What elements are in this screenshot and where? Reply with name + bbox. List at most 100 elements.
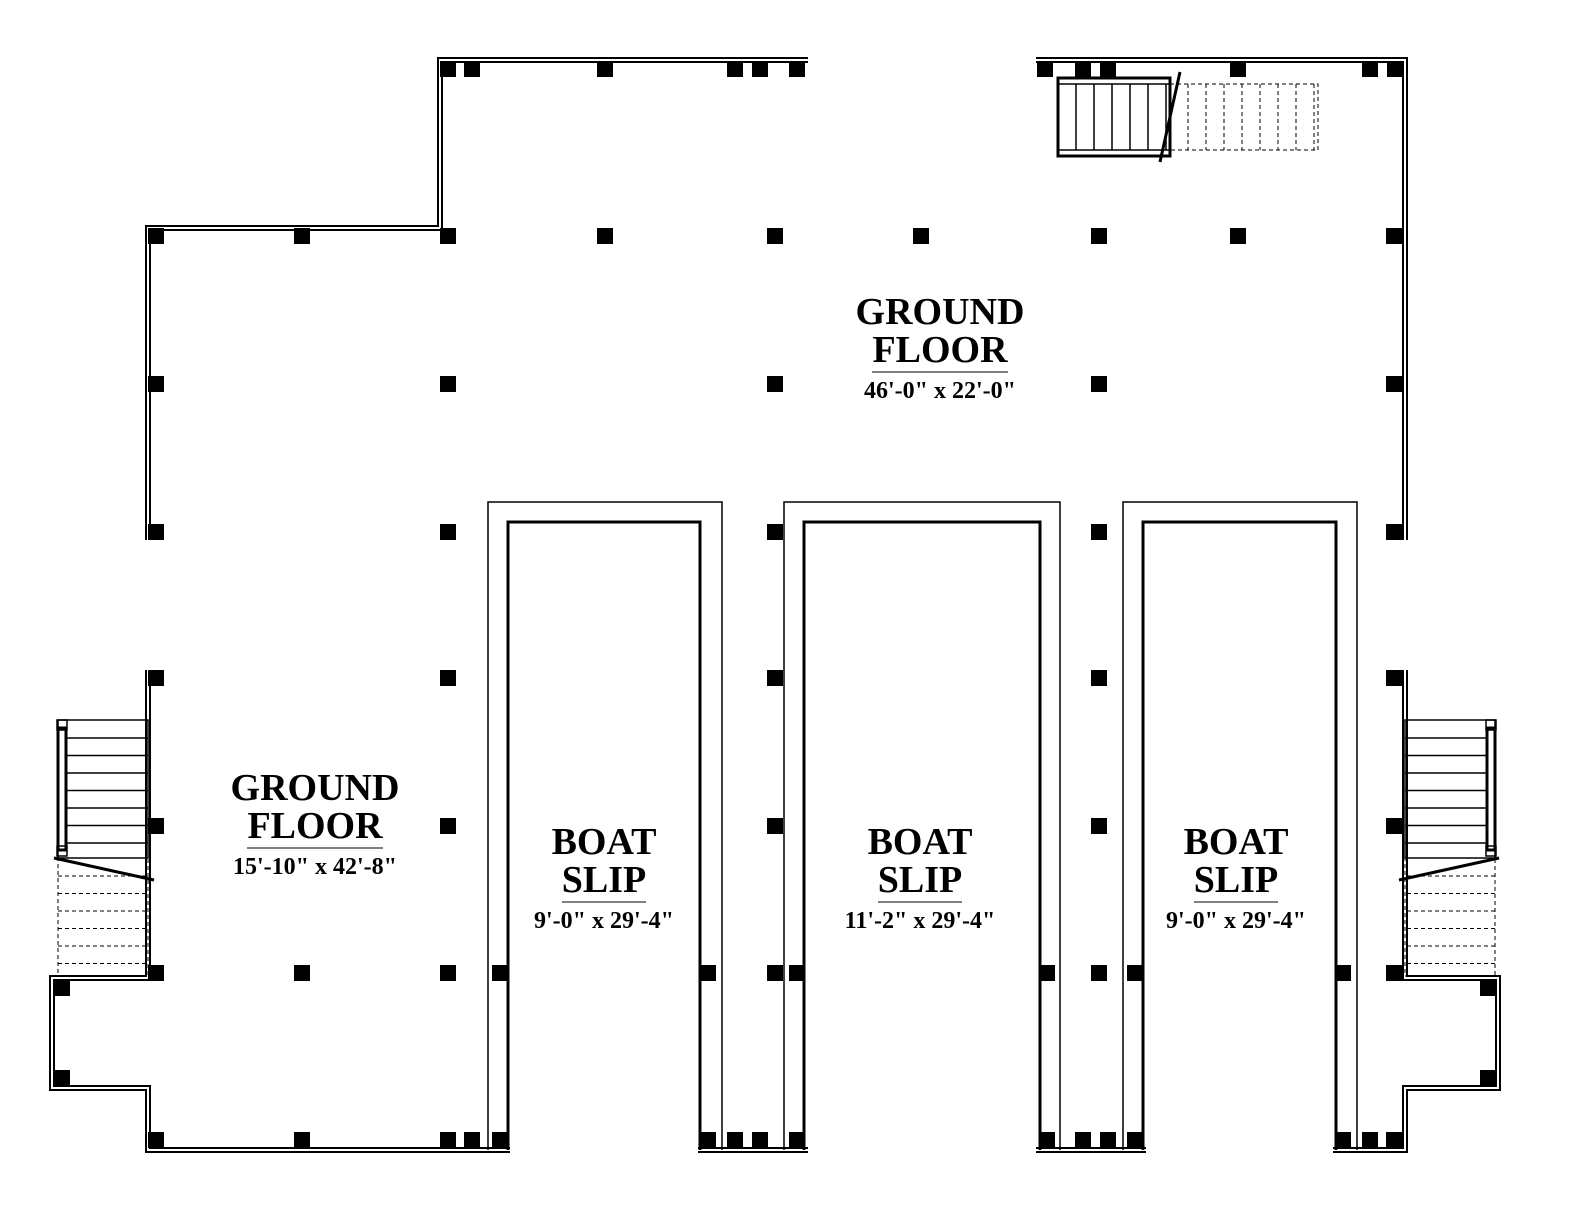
column-post	[440, 61, 456, 77]
column-post	[148, 1132, 164, 1148]
column-post	[1091, 965, 1107, 981]
column-post	[913, 228, 929, 244]
column-post	[1127, 965, 1143, 981]
column-post	[1386, 670, 1402, 686]
room-label-ground-floor-left: GROUND FLOOR 15'-10" x 42'-8"	[231, 767, 400, 880]
stair-handrail	[56, 726, 68, 852]
column-post	[1335, 1132, 1351, 1148]
column-post	[440, 965, 456, 981]
column-post	[294, 228, 310, 244]
room-name: BOAT	[552, 821, 657, 863]
column-post	[1100, 61, 1116, 77]
column-post	[767, 670, 783, 686]
slip-1-inner	[506, 520, 702, 1150]
stairs	[53, 71, 1500, 977]
column-post	[440, 1132, 456, 1148]
column-post	[767, 965, 783, 981]
column-post	[1100, 1132, 1116, 1148]
stair-break-line	[1398, 856, 1500, 882]
column-post	[464, 61, 480, 77]
room-label-boat-slip-1: BOAT SLIP 9'-0" x 29'-4"	[534, 821, 674, 934]
stair-break-line	[1158, 71, 1182, 163]
column-post	[440, 524, 456, 540]
column-post	[1335, 965, 1351, 981]
exterior-wall-core	[1036, 59, 1406, 540]
column-post	[1386, 228, 1402, 244]
column-post	[1230, 61, 1246, 77]
stair-side-run	[1404, 719, 1496, 859]
column-post	[54, 1070, 70, 1086]
column-post	[1386, 1132, 1402, 1148]
slip-outlines	[487, 501, 1358, 1150]
room-dimensions: 15'-10" x 42'-8"	[233, 854, 397, 880]
column-post	[789, 965, 805, 981]
column-post	[1039, 965, 1055, 981]
slip-2-outer	[783, 501, 1061, 1150]
room-name: GROUND	[231, 767, 400, 809]
walls	[49, 57, 1501, 1153]
stair-handrail	[1485, 726, 1497, 852]
column-post	[767, 818, 783, 834]
room-name-2: SLIP	[562, 859, 646, 901]
column-post	[440, 818, 456, 834]
slip-1-outer	[487, 501, 723, 1150]
slip-3-inner	[1141, 520, 1338, 1150]
room-name-2: SLIP	[878, 859, 962, 901]
column-post	[148, 670, 164, 686]
exterior-wall	[145, 57, 808, 540]
column-post	[148, 524, 164, 540]
columns	[54, 61, 1496, 1148]
column-post	[767, 376, 783, 392]
column-post	[1386, 965, 1402, 981]
column-post	[1386, 818, 1402, 834]
stair-side-hidden	[57, 857, 149, 977]
room-dimensions: 46'-0" x 22'-0"	[864, 378, 1016, 404]
column-post	[767, 228, 783, 244]
exterior-wall	[1036, 57, 1408, 540]
slip-3-outer	[1122, 501, 1358, 1150]
room-name: BOAT	[1184, 821, 1289, 863]
room-dimensions: 9'-0" x 29'-4"	[534, 908, 674, 934]
column-post	[700, 1132, 716, 1148]
column-post	[1480, 1070, 1496, 1086]
column-post	[1362, 61, 1378, 77]
room-name-2: FLOOR	[872, 329, 1008, 371]
column-post	[440, 670, 456, 686]
exterior-wall	[49, 670, 510, 1153]
column-post	[1480, 980, 1496, 996]
column-post	[1091, 818, 1107, 834]
column-post	[752, 61, 768, 77]
stair-newel	[56, 845, 68, 857]
column-post	[597, 228, 613, 244]
room-label-boat-slip-3: BOAT SLIP 9'-0" x 29'-4"	[1166, 821, 1306, 934]
column-post	[700, 965, 716, 981]
stair-side-hidden	[1404, 857, 1496, 977]
column-post	[148, 965, 164, 981]
column-post	[1091, 376, 1107, 392]
column-post	[294, 965, 310, 981]
stair-newel	[56, 719, 68, 731]
column-post	[148, 376, 164, 392]
column-post	[464, 1132, 480, 1148]
column-post	[1037, 61, 1053, 77]
stair-break-line	[53, 856, 155, 882]
room-name-2: SLIP	[1194, 859, 1278, 901]
room-dimensions: 9'-0" x 29'-4"	[1166, 908, 1306, 934]
column-post	[1075, 1132, 1091, 1148]
column-post	[1386, 376, 1402, 392]
exterior-wall-core	[1333, 670, 1499, 1151]
exterior-wall-core	[51, 670, 510, 1151]
column-post	[54, 980, 70, 996]
room-name: GROUND	[856, 291, 1025, 333]
column-post	[148, 228, 164, 244]
column-post	[1091, 670, 1107, 686]
exterior-wall-core	[147, 59, 808, 540]
column-post	[1039, 1132, 1055, 1148]
column-post	[767, 524, 783, 540]
column-post	[1386, 524, 1402, 540]
column-post	[752, 1132, 768, 1148]
column-post	[492, 965, 508, 981]
column-post	[1362, 1132, 1378, 1148]
room-label-ground-floor-main: GROUND FLOOR 46'-0" x 22'-0"	[856, 291, 1025, 404]
